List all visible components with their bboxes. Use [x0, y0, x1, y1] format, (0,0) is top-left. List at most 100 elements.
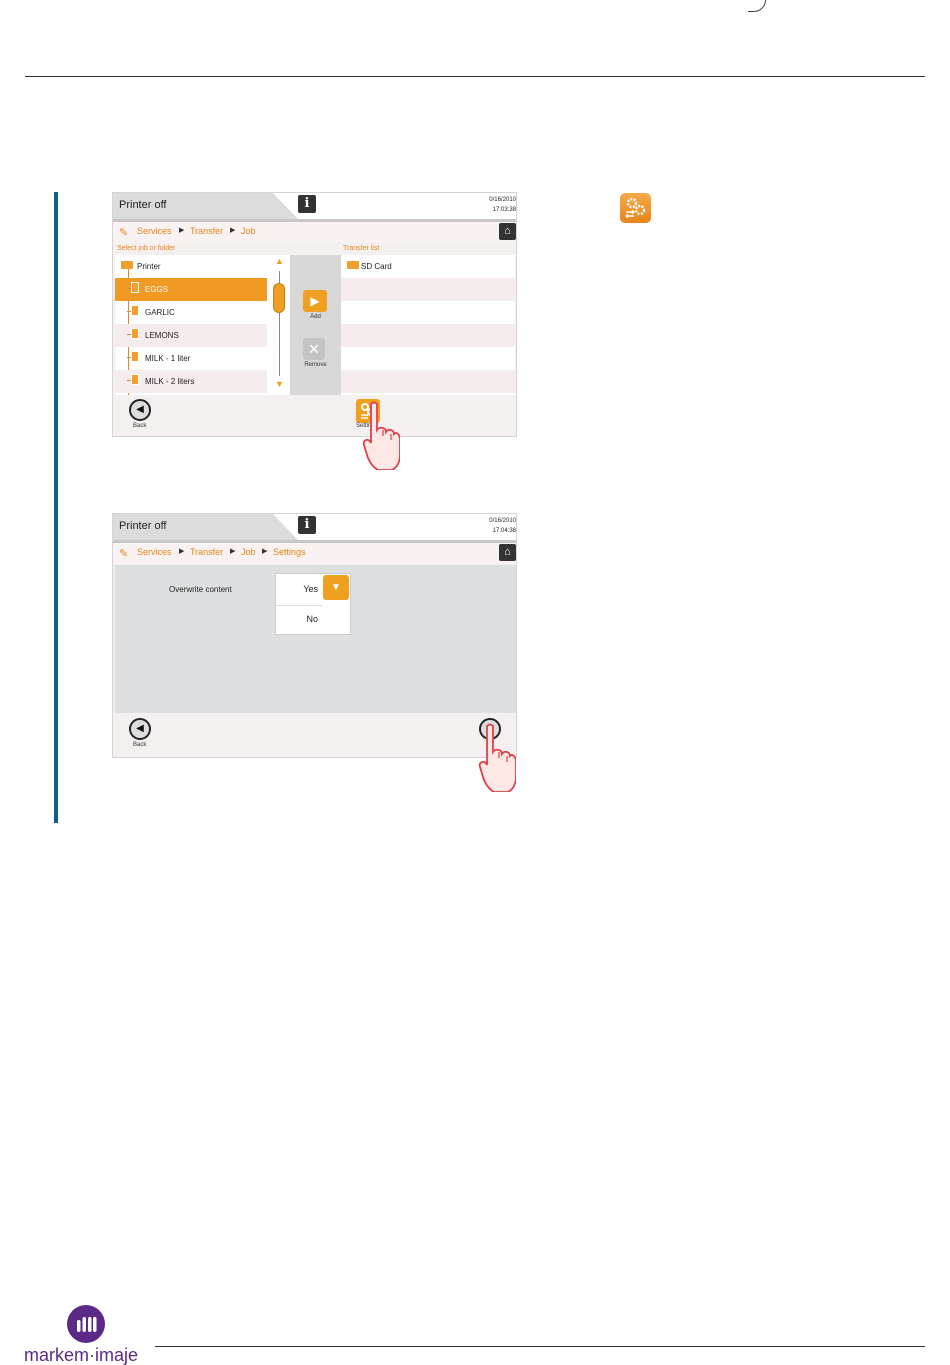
- brand-wordmark: markem·imaje: [24, 1345, 139, 1365]
- list-item-label: EGGS: [145, 285, 169, 294]
- info-icon[interactable]: i: [298, 516, 316, 534]
- breadcrumb-services[interactable]: Services: [137, 226, 172, 236]
- status-tab: Printer off: [113, 514, 298, 540]
- list-item[interactable]: SD Card: [341, 255, 515, 278]
- option-yes[interactable]: Yes: [303, 584, 318, 594]
- tree-connector: [127, 334, 132, 335]
- breadcrumb-settings[interactable]: Settings: [273, 547, 306, 557]
- overwrite-dropdown[interactable]: Yes No ▼: [275, 573, 351, 635]
- scroll-thumb[interactable]: [273, 283, 285, 313]
- option-divider: [276, 605, 322, 606]
- brand-logo: [67, 1305, 105, 1343]
- screen-transfer-job: Printer off i 0/16/2010 17:03:38 ✎ Servi…: [112, 192, 517, 437]
- option-no[interactable]: No: [306, 614, 318, 624]
- list-item[interactable]: MILK - 1 liter: [115, 347, 267, 370]
- job-file-icon: [131, 351, 139, 362]
- right-list-header: Transfer list: [343, 245, 380, 252]
- scroll-track: [279, 271, 280, 376]
- breadcrumb-arrow-icon: ▶: [230, 548, 236, 555]
- date-text: 0/16/2010: [489, 518, 516, 524]
- scroll-down-icon[interactable]: ▼: [275, 379, 284, 389]
- back-button[interactable]: ◀: [129, 399, 151, 421]
- wrench-icon: ✎: [119, 548, 129, 560]
- header-divider: [113, 219, 516, 222]
- tree-connector: [127, 380, 132, 381]
- transfer-list: SD Card: [341, 255, 515, 395]
- hand-cursor-icon: [478, 723, 516, 792]
- printer-status: Printer off: [119, 520, 167, 532]
- tree-connector: [127, 288, 132, 289]
- chevron-down-icon[interactable]: ▼: [323, 575, 349, 600]
- empty-row: [341, 301, 515, 324]
- empty-row: [341, 347, 515, 370]
- hand-cursor-icon: [362, 401, 400, 470]
- header-rule: [25, 76, 925, 77]
- breadcrumb: ✎ Services ▶ Transfer ▶ Job ⌂: [113, 222, 516, 242]
- folder-icon: [121, 261, 133, 269]
- settings-panel: Overwrite content Yes No ▼: [115, 565, 516, 713]
- breadcrumb-services[interactable]: Services: [137, 547, 172, 557]
- list-item[interactable]: MILK - 2 liters: [115, 370, 267, 393]
- add-button[interactable]: ▶: [303, 290, 327, 312]
- settings-icon: [620, 193, 651, 223]
- breadcrumb-arrow-icon: ▶: [230, 227, 236, 234]
- job-file-icon: [131, 282, 139, 293]
- screen-transfer-settings: Printer off i 0/16/2010 17:04:38 ✎ Servi…: [112, 513, 517, 758]
- screen-footer: ◀ Back ✓: [113, 714, 516, 757]
- empty-row: [341, 370, 515, 393]
- list-item-label: SD Card: [361, 262, 392, 271]
- date-text: 0/16/2010: [489, 197, 516, 203]
- breadcrumb-transfer[interactable]: Transfer: [190, 226, 224, 236]
- breadcrumb-transfer[interactable]: Transfer: [190, 547, 224, 557]
- header-divider: [113, 540, 516, 543]
- scrollbar[interactable]: ▲ ▼: [270, 255, 290, 395]
- empty-row: [341, 278, 515, 301]
- back-button[interactable]: ◀: [129, 718, 151, 740]
- back-label: Back: [133, 423, 147, 429]
- screen-header: Printer off i 0/16/2010 17:04:38: [113, 514, 516, 540]
- datetime: 0/16/2010 17:04:38: [489, 516, 516, 536]
- folder-icon: [347, 261, 359, 269]
- time-text: 17:04:38: [492, 528, 516, 534]
- list-item-label: LEMONS: [145, 331, 179, 340]
- tree-connector: [127, 311, 132, 312]
- tree-root[interactable]: Printer: [115, 255, 267, 278]
- breadcrumb-arrow-icon: ▶: [179, 548, 185, 555]
- home-icon[interactable]: ⌂: [499, 544, 516, 561]
- add-label: Add: [310, 314, 321, 320]
- wrench-icon: ✎: [119, 227, 129, 239]
- breadcrumb-arrow-icon: ▶: [262, 548, 268, 555]
- remove-label: Remove: [304, 362, 327, 368]
- tree-connector: [127, 357, 132, 358]
- datetime: 0/16/2010 17:03:38: [489, 195, 516, 215]
- tree-root-label: Printer: [137, 262, 161, 271]
- breadcrumb-arrow-icon: ▶: [179, 227, 185, 234]
- step-bar: [54, 192, 58, 823]
- job-tree: Printer EGGS GARLIC LEMONS MILK - 1 lite…: [115, 255, 290, 395]
- empty-row: [341, 324, 515, 347]
- home-icon[interactable]: ⌂: [499, 223, 516, 240]
- list-item[interactable]: GARLIC: [115, 301, 267, 324]
- status-tab: Printer off: [113, 193, 298, 219]
- footer-rule: [155, 1346, 925, 1347]
- time-text: 17:03:38: [492, 207, 516, 213]
- list-item[interactable]: LEMONS: [115, 324, 267, 347]
- list-item-label: MILK - 2 liters: [145, 377, 195, 386]
- remove-button[interactable]: ✕: [303, 338, 325, 360]
- settings-label: Settin: [356, 423, 372, 429]
- overwrite-label: Overwrite content: [169, 585, 232, 594]
- transfer-actions: ▶ Add ✕ Remove: [290, 255, 341, 395]
- breadcrumb-job[interactable]: Job: [241, 226, 256, 236]
- info-icon[interactable]: i: [298, 195, 316, 213]
- screen-header: Printer off i 0/16/2010 17:03:38: [113, 193, 516, 219]
- job-file-icon: [131, 374, 139, 385]
- back-label: Back: [133, 742, 147, 748]
- list-item[interactable]: EGGS: [115, 278, 267, 301]
- breadcrumb: ✎ Services ▶ Transfer ▶ Job ▶ Settings ⌂: [113, 543, 516, 563]
- scroll-up-icon[interactable]: ▲: [275, 256, 284, 266]
- breadcrumb-job[interactable]: Job: [241, 547, 256, 557]
- list-item-label: MILK - 1 liter: [145, 354, 191, 363]
- list-item-label: GARLIC: [145, 308, 175, 317]
- screen-footer: ◀ Back Settin: [113, 395, 516, 436]
- page-corner-mark: [748, 0, 766, 12]
